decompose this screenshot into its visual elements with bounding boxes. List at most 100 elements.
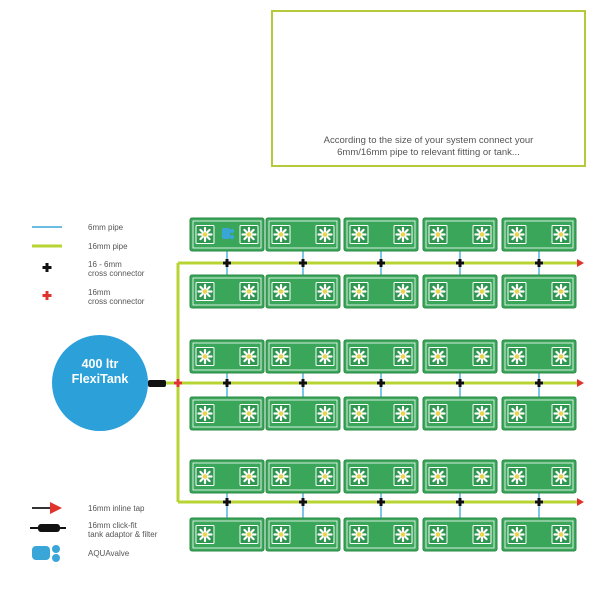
grow-tray (265, 459, 341, 494)
grow-tray (189, 339, 265, 374)
grow-tray (422, 274, 498, 309)
flower-icon (551, 347, 571, 366)
flower-icon (315, 282, 335, 301)
cross-connector-icon (299, 259, 307, 267)
flower-icon (507, 404, 527, 423)
grow-tray (422, 459, 498, 494)
flower-icon (428, 404, 448, 423)
legend-aquavalve-icon (32, 545, 60, 562)
inline-tap-icon (577, 379, 584, 387)
grow-tray (265, 339, 341, 374)
flower-icon (393, 225, 413, 244)
grow-tray (501, 517, 577, 552)
flower-icon (393, 467, 413, 486)
flower-icon (315, 347, 335, 366)
flower-icon (349, 525, 369, 544)
grow-tray (189, 396, 265, 431)
flower-icon (349, 282, 369, 301)
flower-icon (472, 225, 492, 244)
flower-icon (271, 467, 291, 486)
flower-icon (271, 282, 291, 301)
flower-icon (472, 525, 492, 544)
grow-tray (265, 274, 341, 309)
cross-connector-icon (377, 379, 385, 387)
flower-icon (428, 282, 448, 301)
inline-tap-icon (577, 259, 584, 267)
legend-label-6mm-pipe: 6mm pipe (88, 223, 124, 232)
grow-tray (422, 517, 498, 552)
grow-tray (265, 517, 341, 552)
flower-icon (472, 467, 492, 486)
cross-connector-icon (535, 498, 543, 506)
grow-tray (189, 274, 265, 309)
grow-tray (422, 339, 498, 374)
grow-tray (501, 396, 577, 431)
legend-label-cross-16-line1: 16mm (88, 288, 111, 297)
grow-tray (189, 459, 265, 494)
grow-tray (343, 396, 419, 431)
flower-icon (315, 467, 335, 486)
flower-icon (239, 282, 259, 301)
flower-icon (393, 347, 413, 366)
cross-connector-icon (456, 379, 464, 387)
flower-icon (239, 467, 259, 486)
flower-icon (507, 347, 527, 366)
flower-icon (507, 225, 527, 244)
cross-connector-16mm-icon (174, 379, 182, 387)
legend-cross-connector-icon (42, 263, 52, 272)
flower-icon (239, 225, 259, 244)
grow-tray (265, 217, 341, 252)
legend-cross-connector-16mm-icon (42, 291, 52, 300)
flower-icon (315, 225, 335, 244)
flower-icon (507, 467, 527, 486)
flower-icon (393, 525, 413, 544)
flower-icon (315, 404, 335, 423)
legend-label-click-fit: 16mm click-fit tank adaptor & filter (88, 521, 157, 539)
cross-connector-icon (377, 498, 385, 506)
tank-label-line2: FlexiTank (71, 372, 129, 386)
grow-tray (343, 517, 419, 552)
flower-icon (428, 225, 448, 244)
legend-label-cross-16-6-line2: cross connector (88, 269, 145, 278)
grow-tray (343, 339, 419, 374)
grow-tray (189, 517, 265, 552)
flexitank (52, 335, 148, 431)
flower-icon (271, 525, 291, 544)
legend-label-16mm-pipe: 16mm pipe (88, 242, 128, 251)
flower-icon (349, 404, 369, 423)
flower-icon (507, 282, 527, 301)
flower-icon (428, 347, 448, 366)
legend-label-click-fit-line2: tank adaptor & filter (88, 530, 158, 539)
flower-icon (428, 525, 448, 544)
flower-icon (472, 282, 492, 301)
flower-icon (393, 282, 413, 301)
flower-icon (239, 525, 259, 544)
flower-icon (195, 282, 215, 301)
flower-icon (195, 467, 215, 486)
inline-tap-icon (577, 498, 584, 506)
fittings-panel: According to the size of your system con… (271, 10, 586, 167)
flower-icon (551, 525, 571, 544)
flower-icon (349, 225, 369, 244)
flower-icon (271, 225, 291, 244)
tank-label: 400 ltr FlexiTank (52, 357, 148, 387)
flower-icon (195, 347, 215, 366)
flower-icon (472, 347, 492, 366)
legend-label-cross-16-6-line1: 16 - 6mm (88, 260, 122, 269)
grow-tray (265, 396, 341, 431)
fittings-caption: According to the size of your system con… (273, 135, 584, 159)
flower-icon (315, 525, 335, 544)
flower-icon (195, 225, 215, 244)
grow-tray (501, 274, 577, 309)
cross-connector-icon (456, 498, 464, 506)
cross-connector-icon (223, 259, 231, 267)
legend-label-click-fit-line1: 16mm click-fit (88, 521, 137, 530)
flower-icon (349, 347, 369, 366)
cross-connector-icon (535, 259, 543, 267)
flower-icon (428, 467, 448, 486)
click-fit-adaptor-icon (148, 380, 166, 387)
flower-icon (551, 225, 571, 244)
flower-icon (393, 404, 413, 423)
cross-connector-icon (535, 379, 543, 387)
